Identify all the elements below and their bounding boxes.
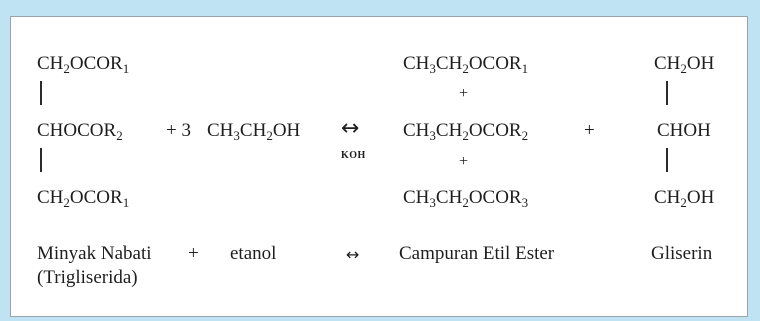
catalyst-label: KOH: [341, 150, 366, 161]
ethyl-ester-1: CH3CH2OCOR1: [403, 53, 529, 76]
ethyl-ester-3: CH3CH2OCOR3: [403, 187, 529, 210]
label-vegetable-oil: Minyak Nabati: [37, 243, 152, 264]
label-glycerin: Gliserin: [651, 243, 713, 264]
bond-line: [666, 81, 668, 105]
glycerol-bottom: CH2OH: [654, 187, 715, 210]
label-triglyceride: (Trigliserida): [37, 267, 138, 288]
glycerol-top: CH2OH: [654, 53, 715, 76]
label-plus: +: [188, 243, 199, 264]
label-ethanol: etanol: [230, 243, 277, 264]
label-ester-mix: Campuran Etil Ester: [399, 243, 555, 264]
plus-three: + 3: [166, 120, 191, 141]
glycerol-middle: CHOH: [657, 120, 711, 141]
equilibrium-arrow: ↔: [341, 116, 360, 141]
triglyceride-bottom: CH2OCOR1: [37, 187, 130, 210]
label-arrow: ↔: [346, 245, 360, 264]
triglyceride-middle: CHOCOR2: [37, 120, 123, 143]
ethanol-formula: CH3CH2OH: [207, 120, 301, 143]
ester-plus-2: +: [459, 153, 469, 170]
bond-line: [40, 81, 42, 105]
reaction-figure: CH2OCOR1 CHOCOR2 CH2OCOR1 + 3 CH3CH2OH ↔…: [10, 16, 748, 317]
bond-line: [666, 148, 668, 172]
plus-sign: +: [584, 120, 595, 141]
ester-plus-1: +: [459, 85, 469, 102]
ethyl-ester-2: CH3CH2OCOR2: [403, 120, 529, 143]
triglyceride-top: CH2OCOR1: [37, 53, 130, 76]
bond-line: [40, 148, 42, 172]
